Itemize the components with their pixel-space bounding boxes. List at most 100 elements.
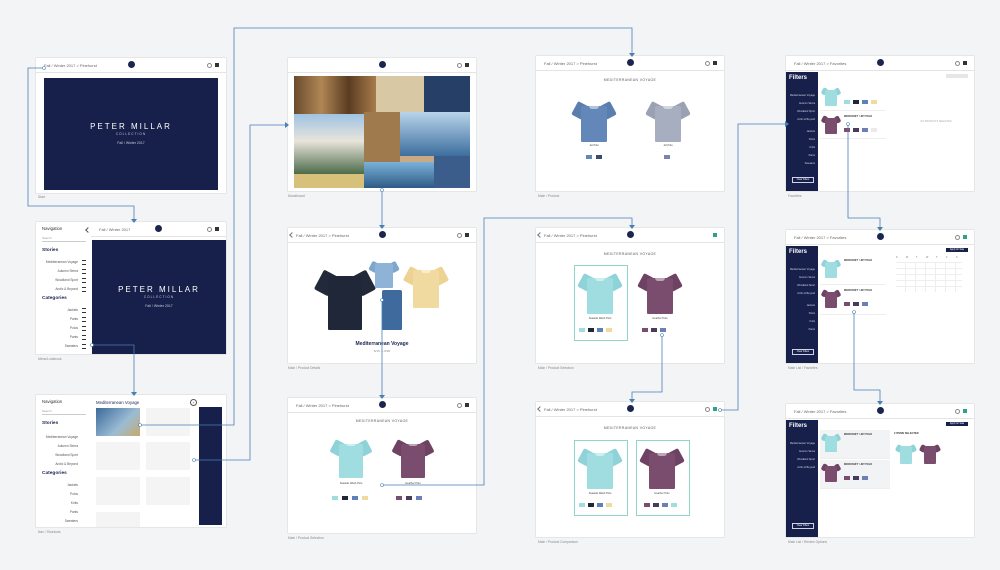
color-swatch[interactable] [642,328,648,332]
color-swatch[interactable] [664,155,670,159]
nav-story-item[interactable]: Woodland Sport [55,453,78,457]
brand-logo-icon[interactable] [876,407,884,414]
nav-story-item[interactable]: Autumn Sierra [57,269,78,273]
search-icon[interactable] [705,61,710,66]
color-swatch[interactable] [332,496,338,500]
nav-story-item[interactable]: Mediterranean Voyage [45,435,78,439]
brand-logo-icon[interactable] [378,231,386,238]
brand-logo-icon[interactable] [876,59,884,66]
bag-icon[interactable] [465,403,469,407]
color-swatch[interactable] [853,476,859,480]
bag-icon[interactable] [963,61,967,65]
polo-plum[interactable] [391,436,435,478]
nav-category-item[interactable]: Polos [70,326,78,330]
favorite-card[interactable]: MICROSOFT / JET POLO [820,430,890,459]
nav-category-item[interactable]: Pants [69,510,78,514]
color-swatch[interactable] [596,155,602,159]
blazer-image[interactable] [313,264,377,330]
bag-icon[interactable] [713,61,717,65]
brand-logo-icon[interactable] [626,59,634,66]
filter-item[interactable]: Polos [808,138,815,141]
story-thumb[interactable] [96,512,140,527]
nav-story-item[interactable]: Arctic & Beyond [55,462,78,466]
polo-aqua[interactable] [329,436,373,478]
filter-item[interactable]: Knits [809,146,815,149]
polo-plum[interactable] [639,445,685,489]
color-swatch[interactable] [862,128,868,132]
color-swatch[interactable] [660,328,666,332]
brand-logo-icon[interactable] [378,401,386,408]
color-swatch[interactable] [352,496,358,500]
color-swatch[interactable] [662,503,668,507]
color-swatch[interactable] [871,128,877,132]
add-icon[interactable]: + [190,399,197,406]
color-swatch[interactable] [406,496,412,500]
story-thumb[interactable] [96,408,140,436]
color-swatch[interactable] [644,503,650,507]
nav-category-item[interactable]: Jackets [67,308,78,312]
story-thumb[interactable] [146,408,190,436]
search-icon[interactable] [705,407,710,412]
polo-blue[interactable] [571,98,617,142]
shirt-image[interactable] [368,258,400,288]
color-swatch[interactable] [597,503,603,507]
color-swatch[interactable] [862,302,868,306]
brand-logo-icon[interactable] [155,225,162,232]
filter-item[interactable]: Mediterranean Voyage [789,268,815,271]
apply-button[interactable]: Apply for Sale [946,422,968,426]
brand-logo-icon[interactable] [876,233,884,240]
color-swatch[interactable] [651,328,657,332]
filter-item[interactable]: Arctic & Beyond [797,118,815,121]
polo-aqua[interactable] [577,445,623,489]
polo-image[interactable] [403,262,449,308]
nav-story-item[interactable]: Woodland Sport [55,278,78,282]
selected-product-box[interactable] [574,440,628,516]
bag-icon[interactable] [215,63,219,67]
nav-category-item[interactable]: Sweaters [64,519,78,523]
nav-search-input[interactable]: Search [42,409,86,415]
story-thumb[interactable] [146,442,190,470]
filter-item[interactable]: Autumn Sierra [799,276,815,279]
color-swatch[interactable] [853,302,859,306]
bag-icon[interactable] [215,227,219,231]
filter-item[interactable]: Mediterranean Voyage [789,94,815,97]
filter-item[interactable]: Knits [809,320,815,323]
color-swatch[interactable] [844,302,850,306]
nav-category-item[interactable]: Jackets [67,483,78,487]
nav-category-item[interactable]: Knits [70,501,78,505]
favorite-card[interactable]: MICROSOFT / JET POLO [820,286,886,315]
search-icon[interactable] [955,61,960,66]
favorite-card[interactable] [820,84,886,111]
clear-filters-button[interactable]: Clear Filters [792,177,814,183]
bag-icon[interactable] [465,63,469,67]
favorite-card[interactable]: MICROSOFT / JET POLO [820,256,886,285]
nav-category-item[interactable]: Pants [69,317,78,321]
nav-story-item[interactable]: Mediterranean Voyage [45,260,78,264]
bag-icon[interactable] [465,233,469,237]
nav-search-input[interactable]: Search [42,236,86,242]
selected-product-box[interactable] [574,265,628,341]
color-swatch[interactable] [579,328,585,332]
clear-filters-button[interactable]: Clear Filters [792,523,814,529]
filter-item[interactable]: Autumn Sierra [799,102,815,105]
polo-aqua[interactable] [894,442,918,464]
bag-icon[interactable] [963,409,967,413]
nav-story-item[interactable]: Arctic & Beyond [55,287,78,291]
search-icon[interactable] [457,233,462,238]
favorite-card[interactable]: MICROSOFT / JET POLO [820,460,890,489]
nav-category-item[interactable]: Polos [70,492,78,496]
color-swatch[interactable] [588,328,594,332]
color-swatch[interactable] [844,100,850,104]
color-swatch[interactable] [862,476,868,480]
apply-button[interactable]: Apply for Sale [946,248,968,252]
search-icon[interactable] [955,235,960,240]
favorite-card[interactable]: MICROSOFT / JET POLO [820,112,886,139]
calendar[interactable]: S M T W T F S [896,256,968,296]
filter-item[interactable]: Sweaters [804,162,815,165]
color-swatch[interactable] [396,496,402,500]
nav-category-item[interactable]: Sweaters [64,344,78,348]
bag-icon[interactable] [713,233,717,237]
filter-item[interactable]: Woodland Sport [797,110,815,113]
story-thumb[interactable] [96,477,140,505]
brand-logo-icon[interactable] [378,61,386,68]
